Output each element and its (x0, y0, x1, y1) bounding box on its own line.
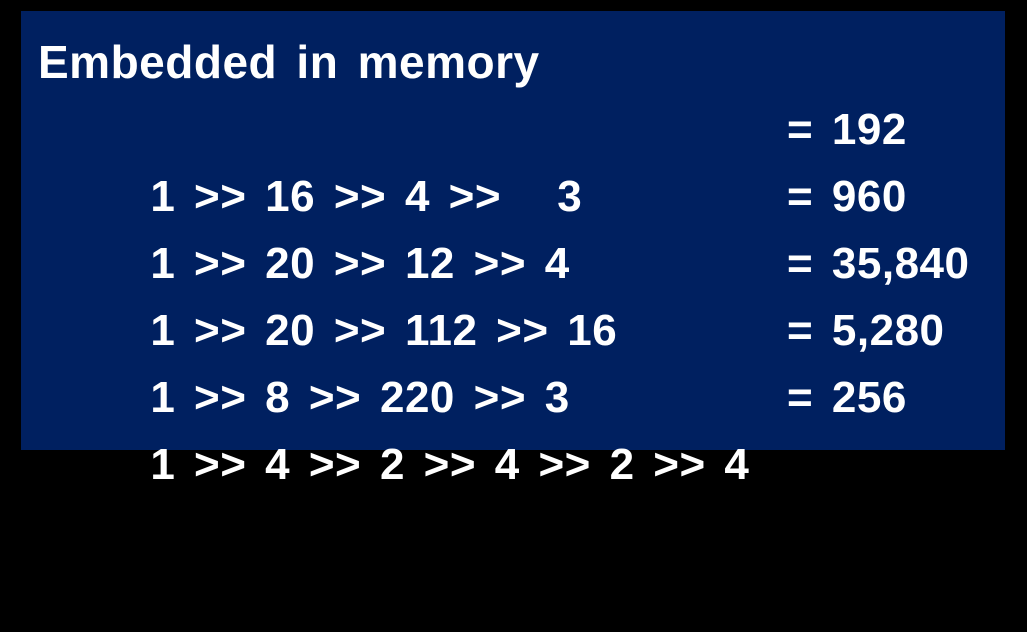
panel-content: Embedded in memory 1 >> 16 >> 4 >> 3 = 1… (38, 29, 995, 489)
panel-title: Embedded in memory (38, 36, 540, 88)
calc-result: = 35,840 (787, 239, 970, 288)
calc-expression: 1 >> 20 >> 112 >> 16 (150, 306, 618, 355)
calc-result: = 5,280 (787, 306, 945, 355)
calc-result: = 960 (787, 172, 907, 221)
calc-row: 1 >> 4 >> 2 >> 4 >> 2 >> 4 = 256 (38, 364, 995, 489)
calc-expression: 1 >> 16 >> 4 >> 3 (150, 172, 583, 221)
calc-row: 1 >> 20 >> 12 >> 4 = 960 (38, 163, 995, 288)
calc-result: = 256 (787, 373, 907, 422)
calc-result: = 192 (787, 105, 907, 154)
calc-expression: 1 >> 8 >> 220 >> 3 (150, 373, 570, 422)
calc-row: 1 >> 16 >> 4 >> 3 = 192 (38, 96, 995, 221)
memory-panel: Embedded in memory 1 >> 16 >> 4 >> 3 = 1… (21, 11, 1005, 489)
calc-row: 1 >> 20 >> 112 >> 16 = 35,840 (38, 230, 995, 355)
calc-row: 1 >> 8 >> 220 >> 3 = 5,280 (38, 297, 995, 422)
calc-expression: 1 >> 20 >> 12 >> 4 (150, 239, 570, 288)
calc-expression: 1 >> 4 >> 2 >> 4 >> 2 >> 4 (150, 440, 750, 489)
